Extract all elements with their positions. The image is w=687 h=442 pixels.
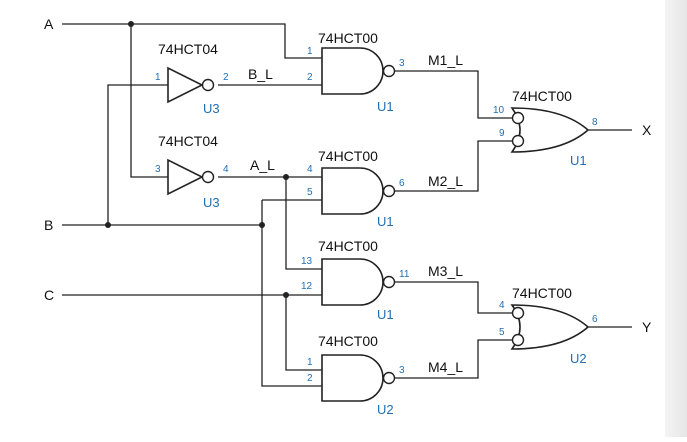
unit-designator: U1 bbox=[377, 99, 394, 114]
unit-designator: U3 bbox=[203, 195, 220, 210]
junction-dot bbox=[283, 292, 289, 298]
wire-c-branch bbox=[285, 295, 322, 371]
or-gate-y-bubble-a bbox=[511, 306, 525, 320]
part-number-label: 74HCT00 bbox=[512, 285, 572, 301]
signal-a-l-label: A_L bbox=[250, 157, 275, 173]
nand-gate-2-bubble bbox=[382, 184, 396, 198]
signal-m1-l-label: M1_L bbox=[428, 52, 463, 68]
junction-dot bbox=[105, 222, 111, 228]
pin-number: 3 bbox=[399, 58, 405, 69]
junction-dot bbox=[128, 21, 134, 27]
nand-gate-3 bbox=[321, 258, 396, 306]
input-c-label: C bbox=[44, 287, 54, 303]
nand-gate-3-bubble bbox=[382, 275, 396, 289]
unit-designator: U2 bbox=[570, 351, 587, 366]
pin-number: 1 bbox=[307, 357, 313, 368]
part-number-label: 74HCT04 bbox=[158, 41, 218, 57]
pin-number: 8 bbox=[592, 117, 598, 128]
unit-designator: U2 bbox=[377, 402, 394, 417]
or-gate-x-bubble-b bbox=[511, 134, 525, 148]
nand-gate-4 bbox=[321, 354, 396, 402]
pin-number: 5 bbox=[307, 187, 313, 198]
pin-number: 6 bbox=[592, 314, 598, 325]
nand-gate-2-body bbox=[321, 167, 384, 215]
pin-number: 4 bbox=[307, 164, 313, 175]
junction-dot bbox=[283, 174, 289, 180]
pin-number: 3 bbox=[399, 365, 405, 376]
signal-m2-l-label: M2_L bbox=[428, 173, 463, 189]
wire-a-l-branch bbox=[285, 177, 322, 270]
wire-m3 bbox=[395, 281, 512, 314]
wire-a-to-inverter bbox=[130, 24, 168, 178]
nand-gate-1-bubble bbox=[382, 64, 396, 78]
pin-number: 9 bbox=[499, 128, 505, 139]
unit-designator: U1 bbox=[377, 307, 394, 322]
nand-gate-4-body bbox=[321, 354, 384, 402]
part-number-label: 74HCT00 bbox=[318, 148, 378, 164]
pin-number: 5 bbox=[499, 327, 505, 338]
wire-m2 bbox=[395, 140, 512, 192]
inverter-a-body bbox=[167, 158, 204, 196]
part-number-label: 74HCT00 bbox=[318, 333, 378, 349]
pin-number: 2 bbox=[223, 72, 229, 83]
wire-m4 bbox=[395, 339, 512, 379]
pin-number: 2 bbox=[307, 72, 313, 83]
wire-b-to-inverter bbox=[107, 84, 168, 225]
right-edge-shadow bbox=[665, 0, 687, 437]
pin-number: 11 bbox=[399, 269, 410, 280]
unit-designator: U3 bbox=[203, 101, 220, 116]
part-number-label: 74HCT00 bbox=[512, 88, 572, 104]
wire-b-to-nands bbox=[261, 199, 322, 387]
or-gate-x bbox=[510, 107, 590, 153]
input-a-label: A bbox=[44, 16, 54, 32]
nand-gate-4-bubble bbox=[382, 371, 396, 385]
inverter-a bbox=[167, 158, 215, 196]
or-gate-x-bubble-a bbox=[511, 111, 525, 125]
output-x-label: X bbox=[642, 122, 652, 138]
pin-number: 6 bbox=[399, 178, 405, 189]
nand-gate-1-body bbox=[321, 47, 384, 95]
nand-gate-1 bbox=[321, 47, 396, 95]
inverter-b-body bbox=[167, 66, 204, 104]
inverter-a-bubble bbox=[201, 170, 215, 184]
or-gate-x-body bbox=[510, 107, 590, 153]
pin-number: 2 bbox=[307, 373, 313, 384]
pin-number: 1 bbox=[155, 72, 161, 83]
inverter-b-bubble bbox=[201, 78, 215, 92]
or-gate-y bbox=[510, 304, 590, 350]
input-b-label: B bbox=[44, 217, 53, 233]
pin-number: 10 bbox=[493, 105, 505, 116]
unit-designator: U1 bbox=[377, 214, 394, 229]
part-number-label: 74HCT04 bbox=[158, 133, 218, 149]
or-gate-y-body bbox=[510, 304, 590, 350]
pin-number: 4 bbox=[223, 164, 229, 175]
junction-dot bbox=[259, 222, 265, 228]
pin-number: 4 bbox=[499, 300, 505, 311]
pin-number: 3 bbox=[155, 164, 161, 175]
signal-b-l-label: B_L bbox=[248, 66, 273, 82]
unit-designator: U1 bbox=[570, 153, 587, 168]
wires bbox=[62, 23, 632, 387]
wire-a-main bbox=[62, 23, 322, 59]
pin-number: 13 bbox=[301, 256, 313, 267]
wire-m1 bbox=[395, 70, 512, 119]
nand-gate-3-body bbox=[321, 258, 384, 306]
inverter-b bbox=[167, 66, 215, 104]
junctions bbox=[105, 21, 289, 298]
signal-m3-l-label: M3_L bbox=[428, 263, 463, 279]
part-number-label: 74HCT00 bbox=[318, 238, 378, 254]
signal-m4-l-label: M4_L bbox=[428, 359, 463, 375]
pin-number: 12 bbox=[301, 281, 313, 292]
part-number-label: 74HCT00 bbox=[318, 30, 378, 46]
or-gate-y-bubble-b bbox=[511, 333, 525, 347]
pin-number: 1 bbox=[307, 46, 313, 57]
nand-gate-2 bbox=[321, 167, 396, 215]
output-y-label: Y bbox=[642, 319, 652, 335]
